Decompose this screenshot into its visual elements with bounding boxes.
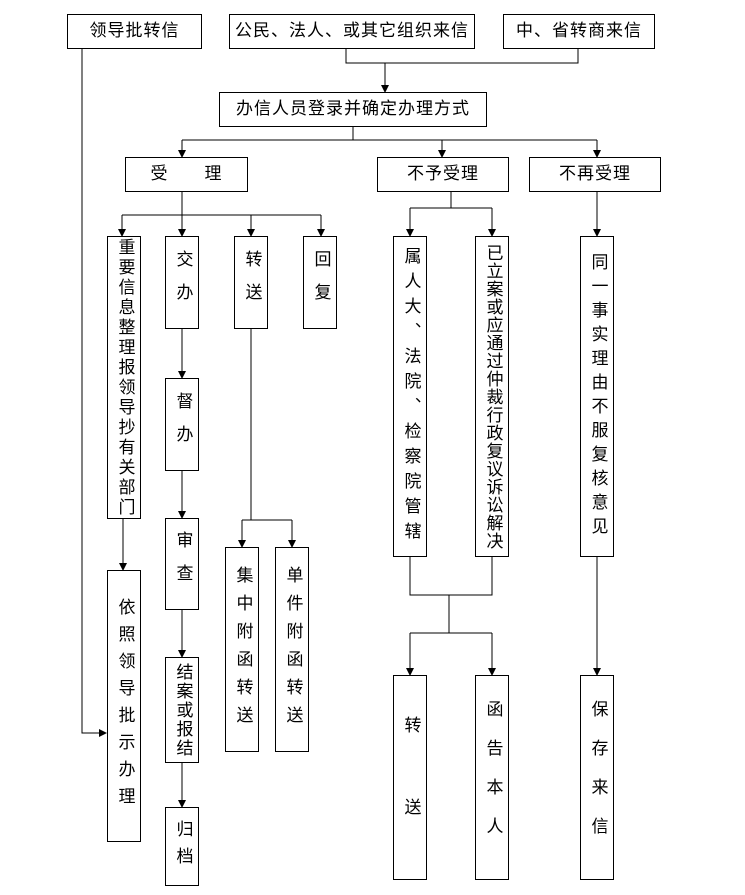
conclude-box: 结案或报结: [165, 657, 199, 763]
jurisdiction-box: 属人大、法院、检察院管辖: [393, 236, 427, 557]
conclude-label: 结案或报结: [172, 662, 193, 758]
resolved-label: 已立案或应通过仲裁行政复议诉讼解决: [482, 243, 503, 550]
leader-letter-box: 领导批转信: [67, 14, 202, 49]
report-label: 重要信息整理报领导抄有关部门: [114, 237, 135, 518]
transfer-box: 转送: [234, 236, 268, 329]
single-transfer-label: 单件附函转送: [282, 565, 303, 734]
jurisdiction-label: 属人大、法院、检察院管辖: [400, 246, 421, 547]
accept-box: 受 理: [125, 157, 248, 192]
batch-transfer-box: 集中附函转送: [225, 547, 259, 752]
forward-box: 转 送: [393, 675, 427, 880]
citizen-letter-box: 公民、法人、或其它组织来信: [229, 14, 475, 49]
reject-box: 不予受理: [377, 157, 509, 192]
archive-box: 归档: [165, 807, 199, 886]
reply-box: 回复: [303, 236, 337, 329]
assign-box: 交办: [165, 236, 199, 329]
report-box: 重要信息整理报领导抄有关部门: [107, 236, 141, 519]
register-box: 办信人员登录并确定办理方式: [219, 92, 487, 127]
notify-box: 函告本人: [475, 675, 509, 880]
keep-letter-label: 保存来信: [587, 699, 608, 856]
archive-label: 归档: [172, 819, 193, 874]
no-more-box: 不再受理: [529, 157, 661, 192]
single-transfer-box: 单件附函转送: [275, 547, 309, 752]
supervise-label: 督办: [172, 391, 193, 458]
reply-label: 回复: [310, 249, 331, 316]
keep-letter-box: 保存来信: [580, 675, 614, 880]
review-opinion-box: 同一事实理由不服复核意见: [580, 236, 614, 557]
no-more-label: 不再受理: [559, 164, 631, 184]
central-letter-label: 中、省转商来信: [516, 21, 642, 41]
batch-transfer-label: 集中附函转送: [232, 565, 253, 734]
transfer-label: 转送: [241, 249, 262, 316]
connector-register-split: [182, 127, 597, 141]
reject-label: 不予受理: [407, 164, 479, 184]
notify-label: 函告本人: [482, 699, 503, 856]
leader-letter-label: 领导批转信: [89, 21, 180, 41]
review-opinion-label: 同一事实理由不服复核意见: [587, 252, 608, 541]
accept-label: 受 理: [150, 164, 223, 184]
connector-reject-split: [410, 191, 492, 209]
supervise-box: 督办: [165, 378, 199, 471]
review-box: 审查: [165, 518, 199, 610]
connector-leader: [81, 48, 107, 737]
connector-transfer-split: [242, 329, 292, 521]
connector-merge-top: [345, 48, 579, 64]
register-label: 办信人员登录并确定办理方式: [236, 99, 470, 119]
connector-reject-merge: [409, 557, 493, 634]
follow-leader-box: 依照领导批示办理: [107, 570, 141, 842]
resolved-box: 已立案或应通过仲裁行政复议诉讼解决: [475, 236, 509, 557]
review-label: 审查: [172, 531, 193, 597]
follow-leader-label: 依照领导批示办理: [114, 598, 135, 814]
central-letter-box: 中、省转商来信: [503, 14, 655, 49]
citizen-letter-label: 公民、法人、或其它组织来信: [235, 21, 469, 41]
connector-accept-split: [122, 191, 321, 216]
forward-label: 转 送: [400, 716, 421, 839]
assign-label: 交办: [172, 249, 193, 316]
